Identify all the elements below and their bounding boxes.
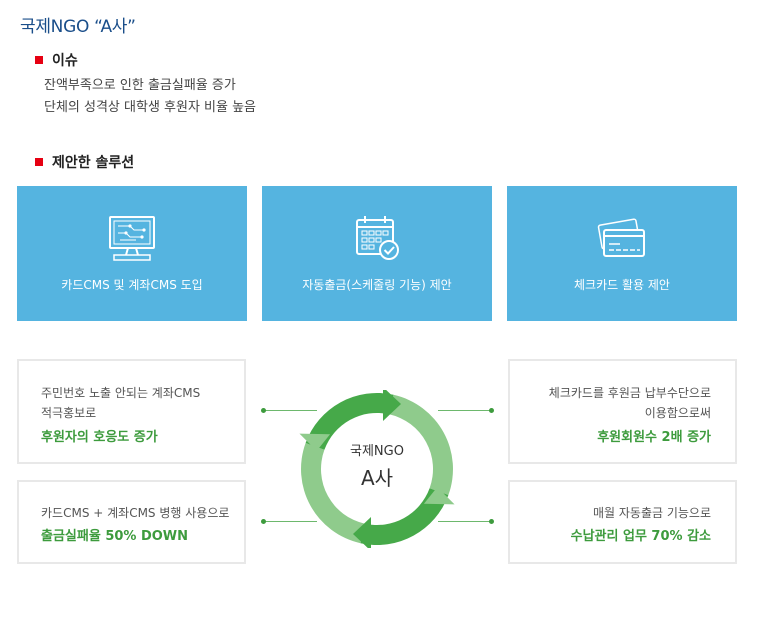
issue-heading: 이슈 [35,50,78,70]
connector-dot [261,519,266,524]
page-title: 국제NGO “A사” [20,17,136,37]
connector-line [438,410,491,411]
result-text: 매월 자동출금 기능으로 [592,506,711,520]
cycle-ring-icon [299,387,455,551]
issue-line-2: 단체의 성격상 대학생 후원자 비율 높음 [44,100,257,115]
bullet-square-icon [35,56,43,64]
result-highlight: 후원회원수 2배 증가 [597,430,711,445]
result-highlight: 수납관리 업무 70% 감소 [570,529,711,544]
card-label: 체크카드 활용 제안 [574,278,670,292]
result-text: 카드CMS + 계좌CMS 병행 사용으로 [41,506,230,520]
result-box-bottom-right: 매월 자동출금 기능으로 수납관리 업무 70% 감소 [508,480,737,564]
result-highlight: 후원자의 호응도 증가 [41,430,158,445]
result-text: 적극홍보로 [41,406,97,420]
issue-line-1: 잔액부족으로 인한 출금실패율 증가 [44,78,236,93]
result-box-bottom-left: 카드CMS + 계좌CMS 병행 사용으로 출금실패율 50% DOWN [17,480,246,564]
solution-card-cms: 카드CMS 및 계좌CMS 도입 [17,186,247,321]
connector-dot [261,408,266,413]
result-text: 주민번호 노출 안되는 계좌CMS [41,386,201,400]
result-box-top-left: 주민번호 노출 안되는 계좌CMS 적극홍보로 후원자의 호응도 증가 [17,359,246,464]
result-text: 이용함으로써 [644,406,711,420]
solution-heading: 제안한 솔루션 [35,152,134,172]
credit-card-icon [597,218,645,257]
result-highlight: 출금실패율 50% DOWN [41,529,189,544]
calendar-check-icon [356,216,399,260]
connector-dot [489,519,494,524]
connector-line [263,521,317,522]
card-label: 자동출금(스케줄링 기능) 제안 [302,278,452,292]
center-label-2: A사 [360,466,394,490]
connector-line [438,521,491,522]
bullet-square-icon [35,158,43,166]
computer-monitor-icon [109,216,155,261]
issue-heading-label: 이슈 [52,53,78,69]
card-label: 카드CMS 및 계좌CMS 도입 [61,278,203,292]
solution-heading-label: 제안한 솔루션 [52,155,135,171]
solution-card-check-card: 체크카드 활용 제안 [507,186,737,321]
solution-card-auto-withdrawal: 자동출금(스케줄링 기능) 제안 [262,186,492,321]
center-label-1: 국제NGO [350,444,404,459]
result-text: 체크카드를 후원금 납부수단으로 [548,386,711,400]
result-box-top-right: 체크카드를 후원금 납부수단으로 이용함으로써 후원회원수 2배 증가 [508,359,737,464]
connector-dot [489,408,494,413]
connector-line [263,410,317,411]
cycle-diagram: 국제NGO A사 [298,387,456,551]
